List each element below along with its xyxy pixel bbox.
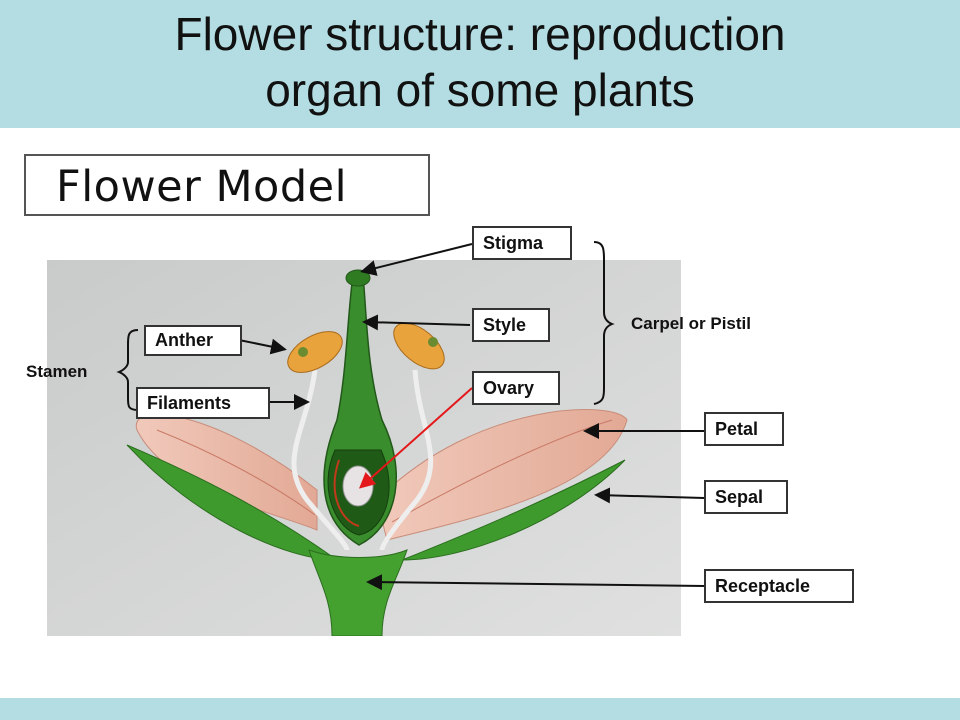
stigma-label: Stigma — [472, 226, 572, 260]
receptacle-label: Receptacle — [704, 569, 854, 603]
petal-label: Petal — [704, 412, 784, 446]
bottom-banner — [0, 698, 960, 720]
sepal-label-text: Sepal — [715, 486, 764, 507]
receptacle-drawing — [308, 549, 408, 636]
filaments-label-text: Filaments — [147, 392, 232, 413]
title-line-2: organ of some plants — [265, 64, 695, 116]
flower-model-heading-text: Flower Model — [56, 162, 348, 212]
stigma-label-text: Stigma — [483, 232, 544, 253]
flower-model-photo — [47, 260, 681, 636]
petal-label-text: Petal — [715, 418, 759, 439]
title-line-1: Flower structure: reproduction — [174, 8, 786, 60]
receptacle-label-text: Receptacle — [715, 575, 811, 596]
anther-label-text: Anther — [155, 330, 213, 350]
style-label: Style — [472, 308, 550, 342]
anther-label: Anther — [144, 325, 242, 356]
sepal-label: Sepal — [704, 480, 788, 514]
stamen-label: Stamen — [26, 362, 88, 381]
filaments-label: Filaments — [136, 387, 270, 419]
ovary-label-text: Ovary — [483, 377, 535, 398]
title-banner — [0, 0, 960, 128]
slide-title: Flower structure: reproduction organ of … — [0, 6, 960, 118]
anthers-drawing — [287, 322, 445, 373]
ovary-label: Ovary — [472, 371, 560, 405]
carpel-label: Carpel or Pistil — [631, 314, 751, 333]
flower-model-heading: Flower Model — [24, 154, 430, 216]
style-label-text: Style — [483, 314, 527, 335]
